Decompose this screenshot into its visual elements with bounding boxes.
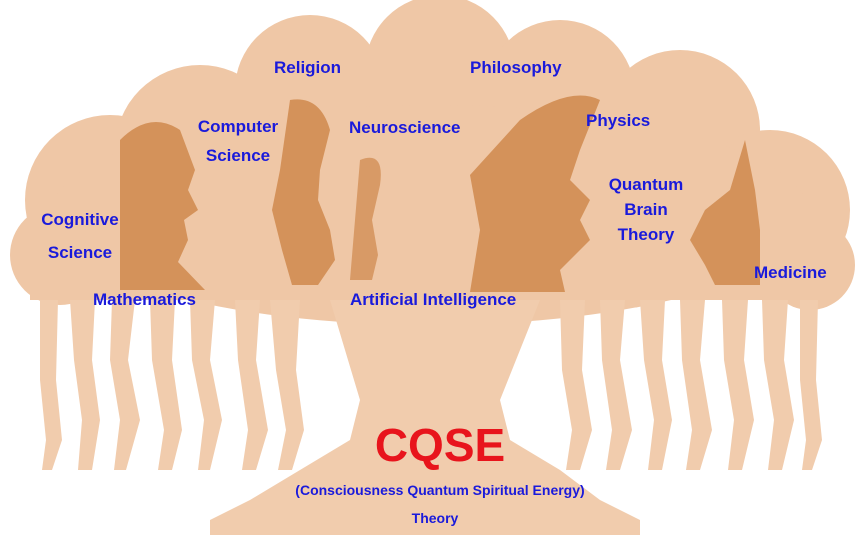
quantum-line-1: Quantum [608, 175, 684, 194]
cognitive-line-2: Science [47, 243, 113, 262]
artificial-intelligence-label: Artificial Intelligence [350, 290, 517, 309]
religion-label: Religion [274, 58, 342, 77]
computer-science-line-1: Computer [197, 117, 279, 136]
human-figure-roots [40, 300, 822, 535]
computer-science-line-2: Science [205, 146, 271, 165]
neuroscience-label: Neuroscience [349, 118, 461, 137]
cqse-subtitle: (Consciousness Quantum Spiritual Energy) [295, 482, 585, 498]
cqse-title: CQSE [374, 419, 506, 471]
quantum-line-3: Theory [617, 225, 675, 244]
philosophy-label: Philosophy [470, 58, 562, 77]
computer-science-label: Computer Science [186, 116, 290, 166]
mathematics-label: Mathematics [93, 290, 196, 309]
quantum-brain-theory-label: Quantum Brain Theory [596, 174, 696, 245]
quantum-line-2: Brain [624, 200, 668, 219]
physics-label: Physics [586, 111, 651, 130]
cqse-theory-label: Theory [411, 510, 459, 526]
head-profile-icons [120, 95, 760, 292]
cognitive-line-1: Cognitive [41, 210, 119, 229]
cognitive-science-label: Cognitive Science [30, 209, 130, 263]
medicine-label: Medicine [754, 263, 827, 282]
